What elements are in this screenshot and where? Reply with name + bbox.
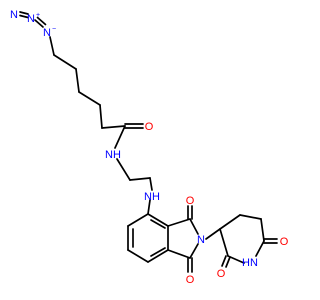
bond-pip-2: [239, 214, 262, 220]
pip-o-left-label: O: [217, 268, 226, 280]
amide-o-label: O: [145, 121, 154, 133]
bond-n-pip: [205, 228, 221, 240]
pip-nh-label: HN: [242, 257, 258, 269]
bond-ring-inner-1: [150, 219, 166, 229]
amine-nh-label: NH: [144, 191, 160, 203]
bond-azide-1: [19, 14, 29, 19]
bond-ring-3: [147, 249, 169, 263]
pip-o-right-label: O: [280, 236, 289, 248]
amide-nh-label: NH: [105, 149, 121, 161]
bond-pip-3: [260, 218, 265, 242]
imide-o-bottom-label: O: [186, 274, 195, 286]
bond-ring-6: [127, 213, 149, 227]
azide-n3-charge: −: [52, 26, 56, 33]
bond-link-1: [116, 158, 131, 181]
imide-o-top-label: O: [186, 195, 195, 207]
imide-n-label: N: [197, 234, 205, 246]
azide-n1-label: N: [10, 9, 18, 21]
azide-n2-charge: +: [36, 12, 40, 19]
bond-ring-4: [127, 249, 149, 263]
atom-label-layer: N N + N − O NH NH O N O O HN O: [10, 9, 289, 286]
bond-layer: [19, 11, 278, 273]
bond-imide-1: [167, 218, 191, 227]
bond-link-2: [129, 177, 151, 181]
bond-pip-6: [219, 228, 229, 257]
bond-ring-inner-2: [150, 247, 166, 257]
molecule-structure: N N + N − O NH NH O N O O HN O: [10, 9, 289, 286]
bond-azide-2: [34, 19, 44, 28]
bond-imide-3: [189, 243, 199, 259]
azide-n3-label: N: [43, 27, 51, 39]
azide-n2-label: N: [27, 13, 35, 25]
bond-chain-2: [75, 68, 80, 93]
bond-pip-1: [219, 214, 241, 230]
bond-link-3: [149, 177, 153, 191]
bond-link-4: [147, 199, 151, 215]
bond-chain-3: [78, 91, 101, 106]
bond-azide-1b: [19, 11, 29, 15]
bond-chain-1: [53, 54, 77, 70]
bond-imide-2: [189, 218, 199, 235]
bond-azide-chain: [49, 36, 55, 56]
bond-imide-4: [167, 249, 191, 259]
bond-pip-co-left-a: [221, 255, 227, 267]
bond-pip-co-left-b: [225, 256, 231, 268]
bond-amide-n: [114, 125, 126, 149]
bond-ring-1: [147, 213, 169, 227]
bond-pip-4: [255, 240, 265, 257]
bond-chain-4: [99, 104, 103, 129]
bond-chain-5: [101, 125, 126, 129]
bond-azide-2b: [36, 16, 47, 26]
